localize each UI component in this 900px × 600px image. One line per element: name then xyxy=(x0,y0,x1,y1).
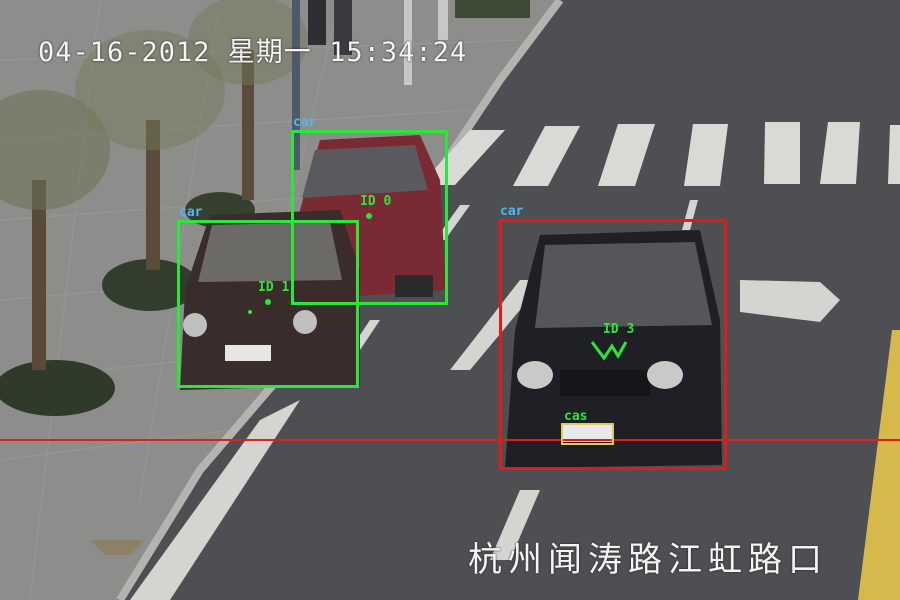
detection-box-car-3 xyxy=(499,219,727,470)
pedestrian xyxy=(334,0,352,55)
bush xyxy=(102,259,198,311)
pole xyxy=(292,0,300,170)
tree xyxy=(0,90,110,370)
plate-detection-label: cas xyxy=(564,409,588,424)
detection-box-car-0 xyxy=(291,130,448,305)
tree xyxy=(75,30,225,270)
timestamp-overlay: 04-16-2012 星期一 15:34:24 xyxy=(38,37,468,68)
hedge xyxy=(455,0,530,18)
detection-class-label: car xyxy=(500,204,524,219)
track-point xyxy=(248,310,252,314)
counting-line xyxy=(0,439,900,441)
road-arrow xyxy=(90,540,145,555)
pedestrian xyxy=(308,0,326,45)
detection-id-label: ID 1 xyxy=(258,280,290,295)
bush xyxy=(0,360,115,416)
pole xyxy=(404,0,412,85)
lane-markings xyxy=(130,200,840,600)
crosswalk xyxy=(420,122,900,186)
location-overlay: 杭州闻涛路江虹路口 xyxy=(468,540,828,580)
pole xyxy=(438,0,448,40)
detection-class-label: car xyxy=(293,115,317,130)
detection-box-car-1 xyxy=(177,220,359,388)
detection-class-label: car xyxy=(179,205,203,220)
detection-centroid xyxy=(366,213,372,219)
center-line xyxy=(858,330,900,600)
detection-id-label: ID 0 xyxy=(360,194,392,209)
detection-id-label: ID 3 xyxy=(603,322,635,337)
track-trail xyxy=(590,341,628,361)
tree xyxy=(188,0,308,200)
plate-detection-box xyxy=(561,423,614,445)
detection-centroid xyxy=(265,299,271,305)
